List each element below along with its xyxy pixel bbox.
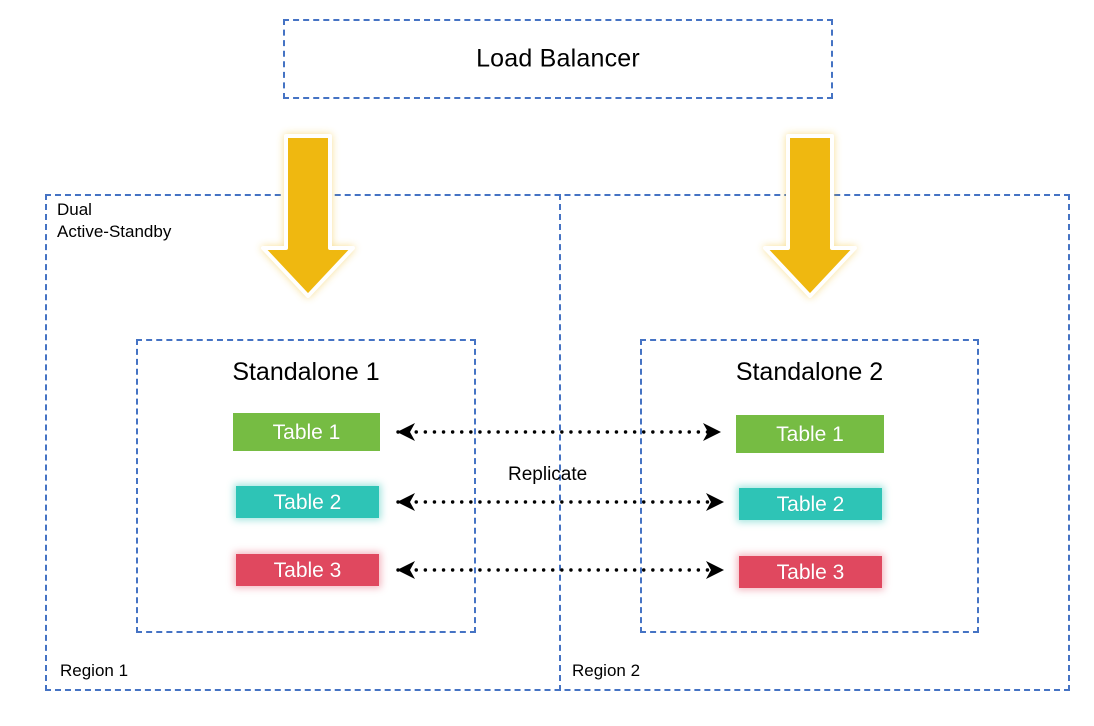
standalone-1-box: Standalone 1: [136, 339, 476, 633]
table-label: Table 1: [776, 422, 844, 446]
standalone-2-table-1[interactable]: Table 1: [736, 415, 884, 453]
standalone-1-table-3[interactable]: Table 3: [236, 554, 379, 586]
standalone-1-table-1[interactable]: Table 1: [233, 413, 380, 451]
table-label: Table 2: [273, 490, 342, 514]
standalone-2-table-3[interactable]: Table 3: [739, 556, 882, 588]
table-label: Table 3: [273, 558, 342, 582]
standalone-2-table-2[interactable]: Table 2: [739, 488, 882, 520]
standalone-2-box: Standalone 2: [640, 339, 979, 633]
traffic-arrow-region-1-icon: [261, 134, 355, 298]
standalone-2-title: Standalone 2: [735, 358, 884, 386]
replicate-label: Replicate: [508, 464, 588, 485]
standalone-1-table-2[interactable]: Table 2: [236, 486, 379, 518]
table-label: Table 3: [776, 560, 845, 584]
traffic-arrow-region-2-icon: [763, 134, 857, 298]
region-divider-line: [559, 194, 561, 691]
load-balancer-label: Load Balancer: [476, 44, 640, 73]
region-1-label: Region 1: [60, 661, 129, 680]
table-label: Table 1: [272, 420, 341, 444]
dual-active-standby-container: [45, 194, 1070, 691]
table-label: Table 2: [776, 492, 845, 516]
load-balancer-box: Load Balancer: [283, 19, 833, 99]
region-2-label: Region 2: [572, 661, 641, 680]
standalone-1-title: Standalone 1: [232, 358, 380, 386]
dual-active-standby-label: Dual Active-Standby: [57, 200, 172, 242]
